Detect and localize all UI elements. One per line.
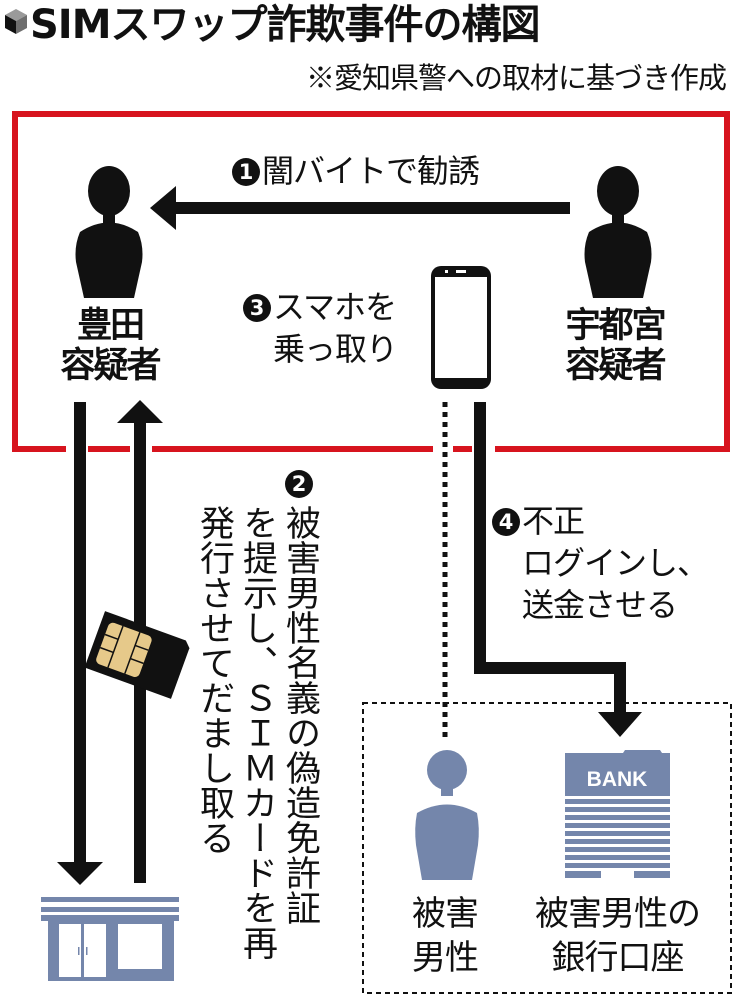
victim-line2: 男性	[412, 938, 479, 978]
victim-person-icon	[415, 750, 479, 880]
victim-line1: 被害	[412, 894, 479, 934]
victim-group-box	[362, 702, 732, 994]
toyota-role: 容疑者	[60, 346, 161, 386]
step4-line1: 不正	[522, 502, 585, 540]
sim-card-icon	[84, 611, 190, 699]
step1-arrow	[150, 186, 570, 230]
bank-building-icon	[565, 750, 670, 878]
step-number-badge: 4	[492, 508, 520, 536]
step4-line2: ログインし、	[522, 544, 709, 582]
cube-icon	[5, 9, 27, 34]
step1-text: 闇バイトで勧誘	[262, 152, 480, 190]
step3-line1: スマホを	[273, 288, 397, 326]
toyota-name: 豊田	[76, 306, 145, 346]
bank-line2: 銀行口座	[551, 938, 685, 978]
utsunomiya-label: 宇都宮 容疑者	[540, 306, 690, 386]
source-note: ※愛知県警への取材に基づき作成	[305, 61, 727, 95]
victim-label: 被害 男性	[385, 892, 505, 980]
store-icon	[41, 897, 179, 981]
utsunomiya-name: 宇都宮	[565, 306, 666, 346]
step-number-badge: 3	[243, 294, 271, 322]
step2-line1: 被害男性名義の偽造免許証	[280, 505, 320, 925]
bank-line1: 被害男性の	[535, 894, 701, 934]
bank-account-label: 被害男性の 銀行口座	[515, 892, 720, 980]
page-title: SIMスワップ詐欺事件の構図	[30, 2, 540, 48]
step4-line3: 送金させる	[522, 586, 678, 624]
step2-line2: を提示し、ＳＩＭカードを再	[237, 505, 277, 960]
utsunomiya-person-icon	[584, 166, 652, 298]
to-shop-arrow	[57, 402, 103, 885]
toyota-person-icon	[75, 166, 143, 298]
bank-sign: BANK	[587, 768, 648, 791]
step-number-badge: 1	[232, 158, 260, 186]
step3-line2: 乗っ取り	[273, 330, 398, 368]
toyota-label: 豊田 容疑者	[40, 306, 180, 386]
step2-badge-wrap: 2	[285, 470, 315, 498]
step2-line3: 発行させてだまし取る	[194, 505, 234, 855]
step-number-badge: 2	[285, 470, 313, 498]
smartphone-icon	[431, 266, 491, 389]
suspects-frame	[12, 111, 730, 452]
utsunomiya-role: 容疑者	[565, 346, 666, 386]
